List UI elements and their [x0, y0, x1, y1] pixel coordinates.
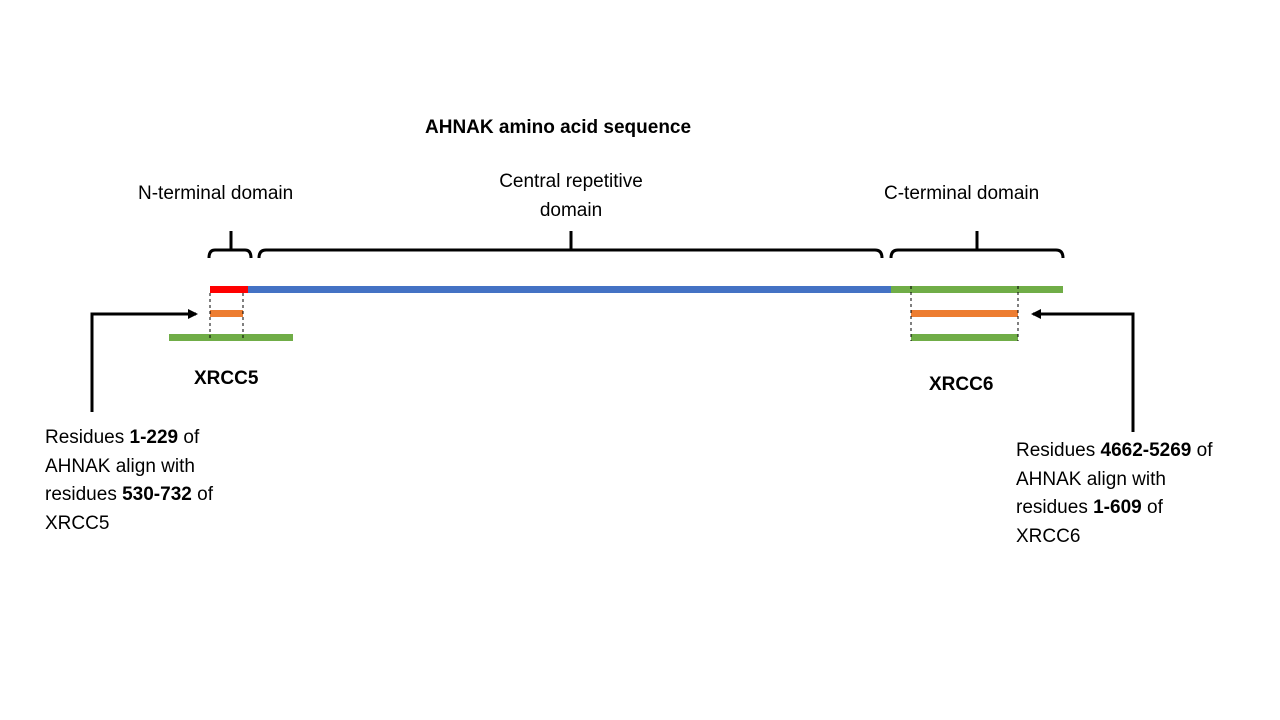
- right-arrow: [1031, 309, 1135, 432]
- central-bracket: [257, 231, 884, 259]
- right-annotation-line3: residues 1-609 of: [1016, 497, 1163, 518]
- xrcc5-residue-range: 530-732: [122, 484, 192, 505]
- xrcc5-label: XRCC5: [194, 368, 259, 389]
- c-terminal-domain-label: C-terminal domain: [884, 183, 1040, 204]
- left-annotation-line2: AHNAK align with: [45, 455, 195, 477]
- right-annotation-line4: XRCC6: [1016, 525, 1081, 547]
- c-terminal-segment: [891, 286, 1063, 293]
- xrcc5-protein-bar: [169, 334, 293, 341]
- ahnak-residue-range: 4662-5269: [1100, 440, 1192, 461]
- xrcc5-alignment-bar: [210, 310, 243, 317]
- xrcc6-label: XRCC6: [929, 374, 994, 395]
- ahnak-residue-range: 1-229: [129, 427, 179, 448]
- right-annotation: Residues 4662-5269 of AHNAK align with r…: [1016, 437, 1213, 551]
- central-segment: [248, 286, 891, 293]
- xrcc6-residue-range: 1-609: [1093, 497, 1142, 518]
- xrcc6-protein-bar: [911, 334, 1018, 341]
- central-domain-label-line1: Central repetitive: [499, 171, 643, 192]
- right-annotation-line1: Residues 4662-5269 of: [1016, 440, 1213, 461]
- n-terminal-segment: [210, 286, 248, 293]
- central-domain-label: Central repetitive domain: [471, 168, 671, 225]
- left-annotation-line4: XRCC5: [45, 512, 110, 534]
- xrcc6-alignment-bar: [911, 310, 1018, 317]
- n-terminal-bracket: [207, 231, 253, 259]
- c-terminal-bracket: [889, 231, 1065, 259]
- left-arrow: [90, 309, 198, 412]
- central-domain-label-line2: domain: [539, 199, 603, 221]
- left-annotation-line3: residues 530-732 of: [45, 484, 213, 505]
- left-annotation-line1: Residues 1-229 of: [45, 427, 200, 448]
- left-annotation: Residues 1-229 of AHNAK align with resid…: [45, 424, 213, 538]
- diagram-title: AHNAK amino acid sequence: [425, 117, 692, 138]
- right-annotation-line2: AHNAK align with: [1016, 468, 1166, 490]
- n-terminal-domain-label: N-terminal domain: [138, 183, 294, 204]
